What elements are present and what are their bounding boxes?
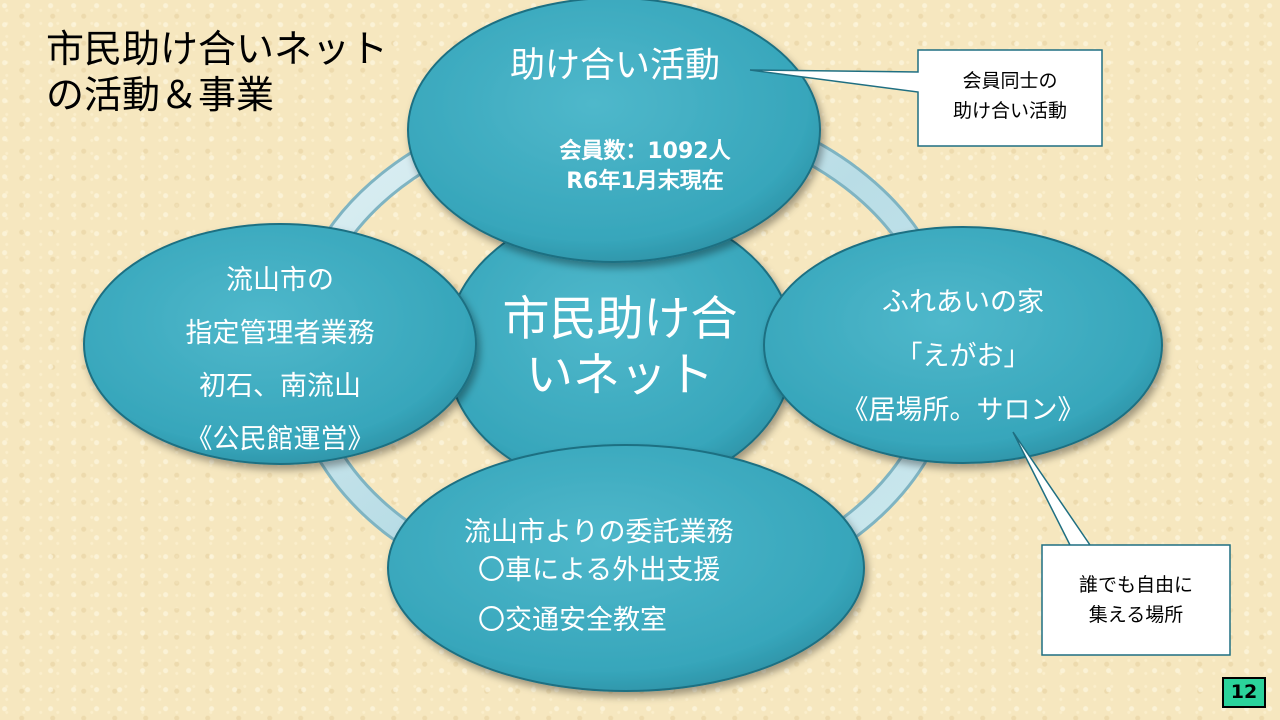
right-ellipse xyxy=(763,226,1163,464)
callout-bottom-line-2: 集える場所 xyxy=(1088,604,1184,626)
bottom-line-1: 流山市よりの委託業務 xyxy=(464,517,734,548)
bottom-node-label: 流山市よりの委託業務 〇車による外出支援 〇交通安全教室 xyxy=(450,514,800,640)
left-ellipse xyxy=(83,223,477,465)
slide-title: 市民助け合いネット の活動＆事業 xyxy=(46,26,388,118)
left-node-label: 流山市の 指定管理者業務 初石、南流山 《公民館運営》 xyxy=(130,254,430,466)
callout-bottom-text: 誰でも自由に 集える場所 xyxy=(1042,570,1230,630)
top-node-heading: 助け合い活動 xyxy=(509,46,720,86)
center-label: 市民助け合 いネット xyxy=(480,292,760,404)
callout-top-text: 会員同士の 助け合い活動 xyxy=(918,66,1102,126)
right-node-label: ふれあいの家 「えがお」 《居場所。サロン》 xyxy=(818,276,1108,438)
bottom-line-3: 〇交通安全教室 xyxy=(478,605,667,636)
left-line-2: 指定管理者業務 xyxy=(185,318,375,349)
callout-bottom-line-1: 誰でも自由に xyxy=(1078,574,1193,596)
center-line-1: 市民助け合 xyxy=(502,292,738,347)
callout-bottom-box xyxy=(1012,431,1231,656)
right-line-1: ふれあいの家 xyxy=(882,287,1044,318)
left-line-1: 流山市の xyxy=(226,265,334,296)
as-of-date: R6年1月末現在 xyxy=(566,169,724,194)
right-line-3: 《居場所。サロン》 xyxy=(841,395,1085,426)
callout-top-line-2: 助け合い活動 xyxy=(952,100,1067,122)
page-number-badge: 12 xyxy=(1222,677,1266,708)
callout-top-line-1: 会員同士の xyxy=(962,70,1058,92)
bottom-line-2: 〇車による外出支援 xyxy=(478,555,721,586)
title-line-2: の活動＆事業 xyxy=(46,73,275,117)
right-line-2: 「えがお」 xyxy=(895,341,1031,372)
top-node-detail: 会員数：1092人 R6年1月末現在 xyxy=(520,137,770,197)
member-count: 会員数：1092人 xyxy=(559,139,731,164)
top-ellipse xyxy=(407,0,821,263)
left-line-4: 《公民館運営》 xyxy=(185,424,375,455)
center-line-2: いネット xyxy=(526,348,714,403)
callout-top-box xyxy=(749,49,1103,147)
bottom-ellipse xyxy=(387,444,865,692)
title-line-1: 市民助け合いネット xyxy=(46,27,389,71)
left-line-3: 初石、南流山 xyxy=(199,371,361,402)
